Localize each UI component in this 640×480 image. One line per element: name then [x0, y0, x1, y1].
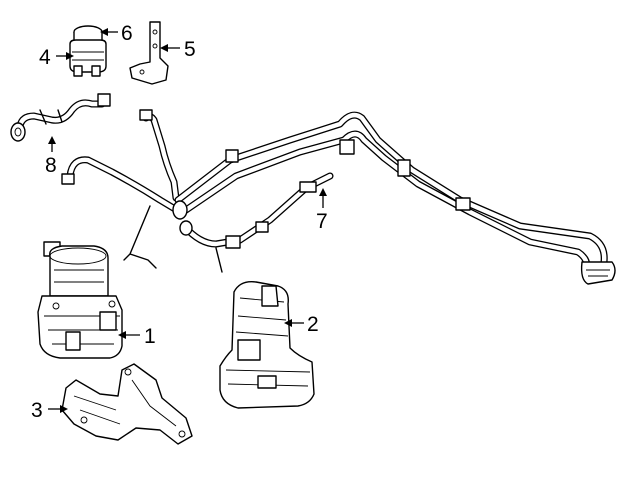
- pump-housing-part: [219, 281, 315, 409]
- callout-label-1: 1: [144, 325, 156, 348]
- callout-label-6: 6: [121, 22, 133, 45]
- pump-assembly-part: [37, 241, 123, 359]
- arrowhead-6: [100, 28, 108, 36]
- pump-bracket-part: [61, 363, 193, 445]
- reservoir-part: [69, 25, 107, 77]
- hose-assembly-part: [61, 109, 616, 285]
- callout-label-3: 3: [31, 399, 43, 422]
- suction-hose-part: [10, 93, 111, 142]
- callout-label-4: 4: [39, 46, 51, 69]
- arrowhead-3: [60, 405, 68, 413]
- arrowhead-2: [284, 319, 292, 327]
- callout-label-2: 2: [307, 313, 319, 336]
- bracket-part: [129, 21, 169, 85]
- callout-label-5: 5: [184, 38, 196, 61]
- arrowhead-5: [160, 44, 168, 52]
- arrowhead-4: [66, 52, 74, 60]
- callout-label-7: 7: [316, 210, 328, 233]
- callout-label-8: 8: [45, 154, 57, 177]
- arrowhead-7: [319, 188, 327, 196]
- arrowhead-8: [48, 136, 56, 144]
- arrowhead-1: [118, 331, 126, 339]
